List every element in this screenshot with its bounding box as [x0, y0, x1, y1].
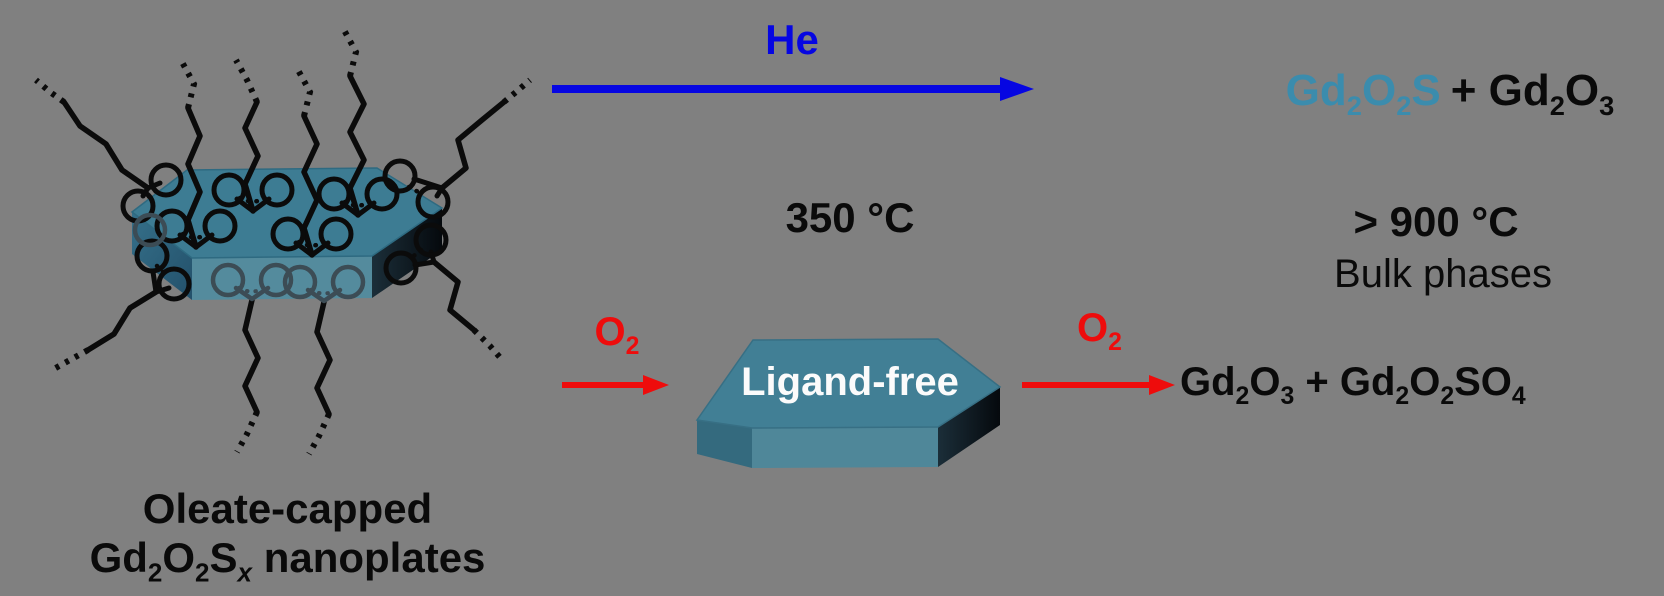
- o2-arrow-1: [562, 375, 669, 395]
- ligand-free-plate-graphic: [695, 338, 1002, 468]
- o2-gas-label-1: O2: [594, 310, 640, 360]
- ligand-free-label: Ligand-free: [741, 360, 959, 404]
- bulk-condition-note: Bulk phases: [1334, 252, 1552, 296]
- oleate-chains: [34, 28, 532, 456]
- bulk-condition-temp: > 900 °C: [1353, 198, 1519, 245]
- he-arrowhead: [1000, 77, 1034, 101]
- o2-arrow-2: [1022, 375, 1175, 395]
- he-products: Gd2O2S+ Gd2O3: [1230, 66, 1664, 121]
- he-product-gd2o2s: Gd2O2S: [1285, 66, 1441, 121]
- carboxylate-groups: [120, 158, 451, 302]
- reactant-label-line1: Oleate-capped: [142, 485, 433, 532]
- o2-gas-label-2: O2: [1077, 306, 1122, 356]
- nanoplate-graphic: [34, 28, 532, 456]
- reactant-label-line2: Gd2O2Sx nanoplates: [89, 534, 486, 588]
- o2-arrowhead-2: [1149, 375, 1175, 395]
- carboxylate-groups-back: [210, 262, 366, 304]
- o2-arrowhead-1: [643, 375, 669, 395]
- he-temperature: 350 °C: [785, 194, 915, 241]
- he-gas-label: He: [765, 16, 819, 63]
- he-arrow: [552, 77, 1034, 101]
- he-product-gd2o3: + Gd2O3: [1450, 66, 1615, 121]
- o2-products: Gd2O3 + Gd2O2SO4: [1180, 360, 1526, 410]
- reactant-label: Oleate-capped Gd2O2Sx nanoplates: [55, 484, 520, 588]
